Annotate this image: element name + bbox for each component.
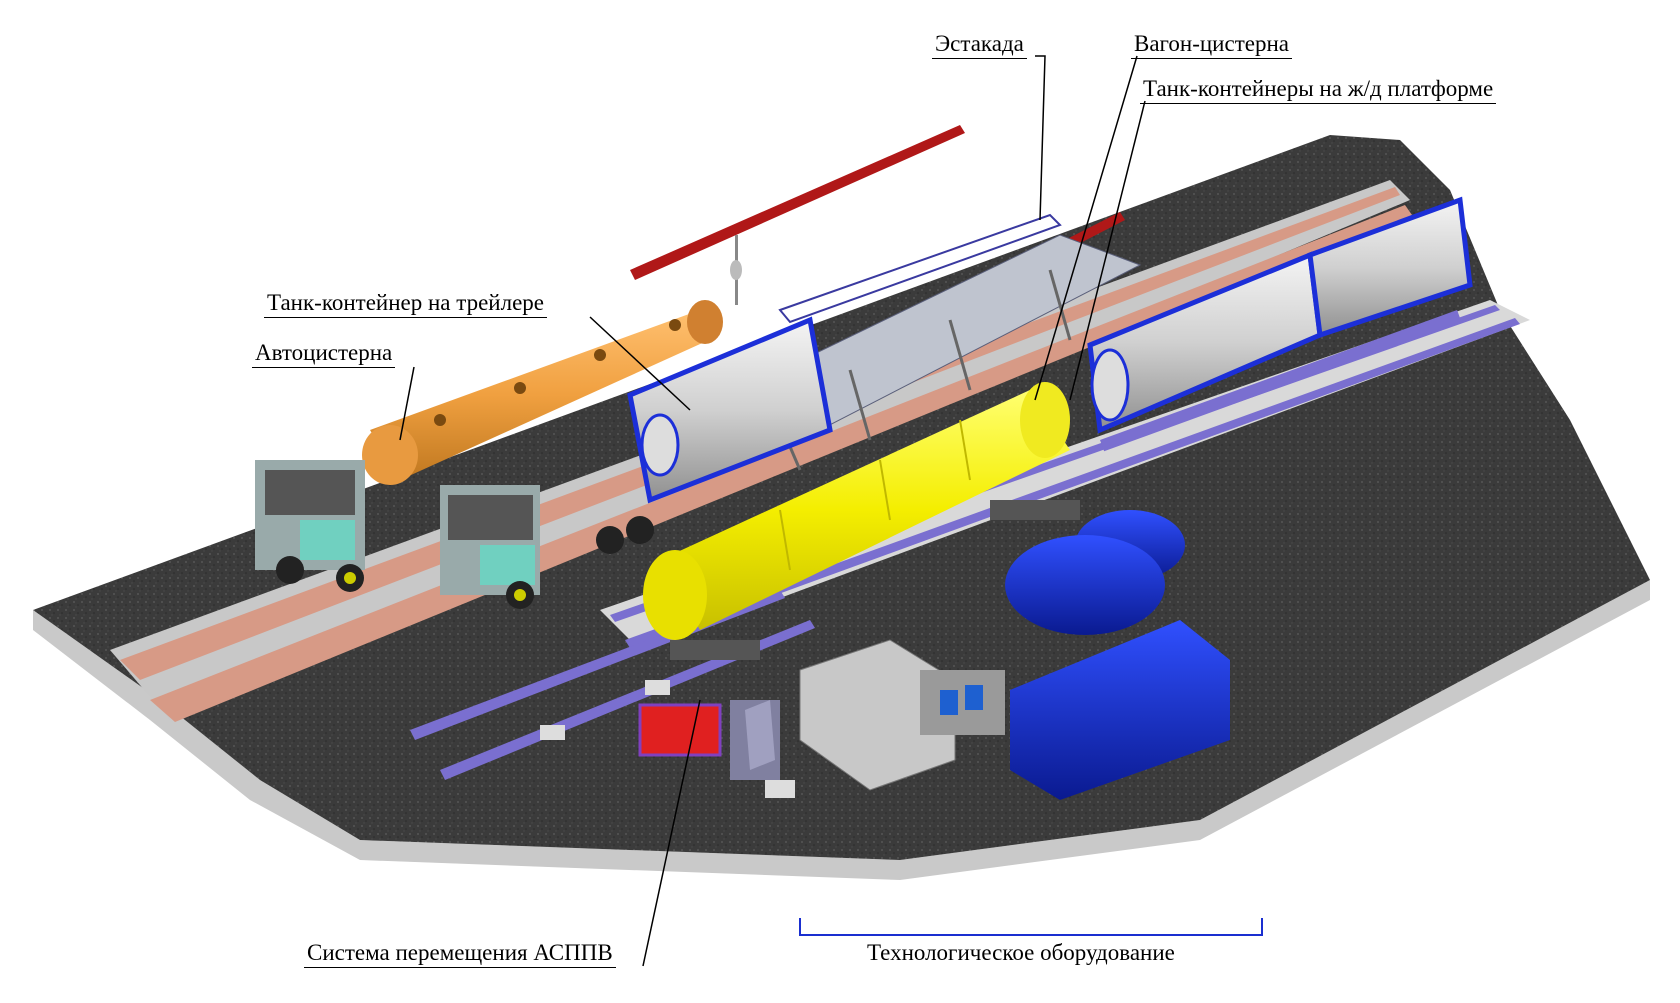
tech-equipment <box>799 510 1230 800</box>
label-estakada: Эстакада <box>932 31 1027 59</box>
label-aspv-system: Система перемещения АСППВ <box>304 940 616 968</box>
truck-2 <box>440 485 654 609</box>
label-tank-container-trailer: Танк-контейнер на трейлере <box>264 290 547 318</box>
label-autocisterna: Автоцистерна <box>252 340 396 368</box>
label-tech-equipment: Технологическое оборудование <box>867 940 1175 965</box>
aspv-system <box>540 680 795 798</box>
label-vagon-cisterna: Вагон-цистерна <box>1131 31 1292 59</box>
rail-tank-containers <box>1087 196 1473 452</box>
yellow-tank-car <box>643 382 1080 660</box>
leader-lines <box>399 55 1263 967</box>
autocisterna <box>362 300 723 485</box>
truck-1 <box>255 460 365 592</box>
trailer-tank-container <box>627 316 833 504</box>
label-tank-containers-platform: Танк-контейнеры на ж/д платформе <box>1140 76 1497 104</box>
overpass <box>738 213 1142 471</box>
